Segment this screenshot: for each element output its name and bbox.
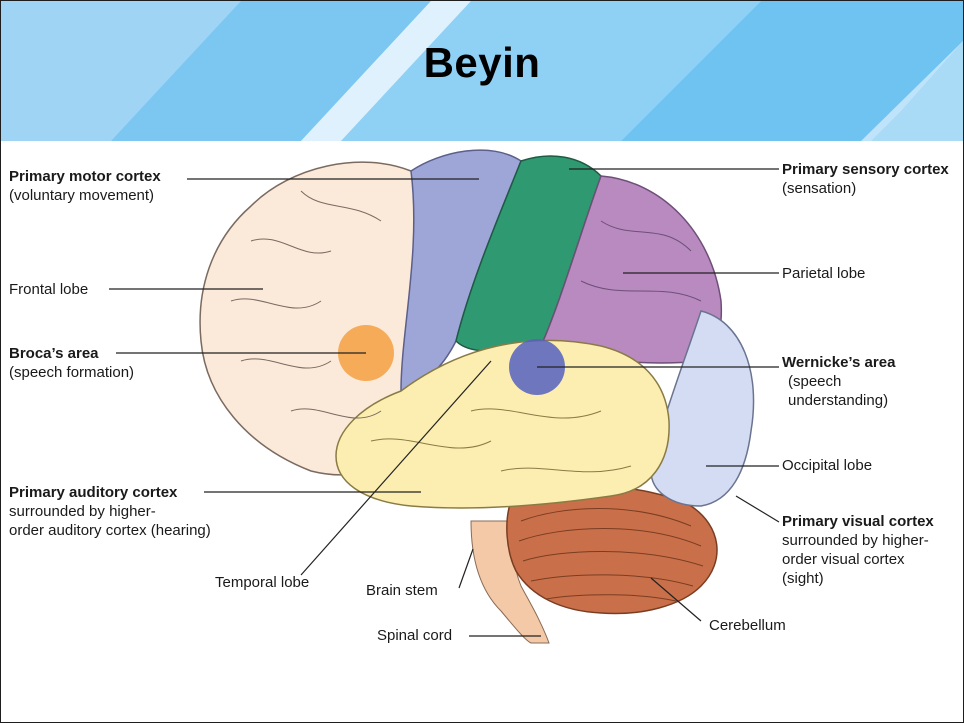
label-wernicke-desc2: understanding) bbox=[782, 391, 895, 410]
label-frontal-lobe: Frontal lobe bbox=[9, 280, 88, 299]
label-primary-auditory-title: Primary auditory cortex bbox=[9, 484, 177, 501]
label-brain-stem: Brain stem bbox=[366, 581, 438, 600]
label-primary-sensory-desc: (sensation) bbox=[782, 179, 949, 198]
label-temporal-lobe: Temporal lobe bbox=[215, 573, 309, 592]
label-primary-visual-title: Primary visual cortex bbox=[782, 513, 934, 530]
label-cerebellum-title: Cerebellum bbox=[709, 617, 786, 634]
label-occipital-lobe: Occipital lobe bbox=[782, 456, 872, 475]
label-primary-visual-desc3: (sight) bbox=[782, 569, 934, 588]
label-cerebellum: Cerebellum bbox=[709, 616, 786, 635]
label-primary-visual-desc1: surrounded by higher- bbox=[782, 531, 934, 550]
label-wernicke-title: Wernicke’s area bbox=[782, 354, 895, 371]
label-brain-stem-title: Brain stem bbox=[366, 582, 438, 599]
label-primary-auditory-desc2: order auditory cortex (hearing) bbox=[9, 521, 211, 540]
label-primary-auditory: Primary auditory cortex surrounded by hi… bbox=[9, 483, 211, 540]
label-primary-motor-desc: (voluntary movement) bbox=[9, 186, 161, 205]
label-broca-title: Broca’s area bbox=[9, 345, 99, 362]
label-wernicke: Wernicke’s area (speech understanding) bbox=[782, 353, 895, 410]
label-parietal-lobe-title: Parietal lobe bbox=[782, 265, 865, 282]
label-primary-motor-title: Primary motor cortex bbox=[9, 168, 161, 185]
label-temporal-lobe-title: Temporal lobe bbox=[215, 574, 309, 591]
label-spinal-cord: Spinal cord bbox=[377, 626, 452, 645]
label-primary-visual: Primary visual cortex surrounded by high… bbox=[782, 512, 934, 588]
label-primary-sensory-title: Primary sensory cortex bbox=[782, 161, 949, 178]
label-frontal-lobe-title: Frontal lobe bbox=[9, 281, 88, 298]
label-parietal-lobe: Parietal lobe bbox=[782, 264, 865, 283]
label-primary-visual-desc2: order visual cortex bbox=[782, 550, 934, 569]
label-broca: Broca’s area (speech formation) bbox=[9, 344, 134, 382]
label-primary-sensory: Primary sensory cortex (sensation) bbox=[782, 160, 949, 198]
label-broca-desc: (speech formation) bbox=[9, 363, 134, 382]
label-primary-auditory-desc1: surrounded by higher- bbox=[9, 502, 211, 521]
label-primary-motor: Primary motor cortex (voluntary movement… bbox=[9, 167, 161, 205]
label-occipital-lobe-title: Occipital lobe bbox=[782, 457, 872, 474]
label-spinal-cord-title: Spinal cord bbox=[377, 627, 452, 644]
label-wernicke-desc1: (speech bbox=[782, 372, 895, 391]
